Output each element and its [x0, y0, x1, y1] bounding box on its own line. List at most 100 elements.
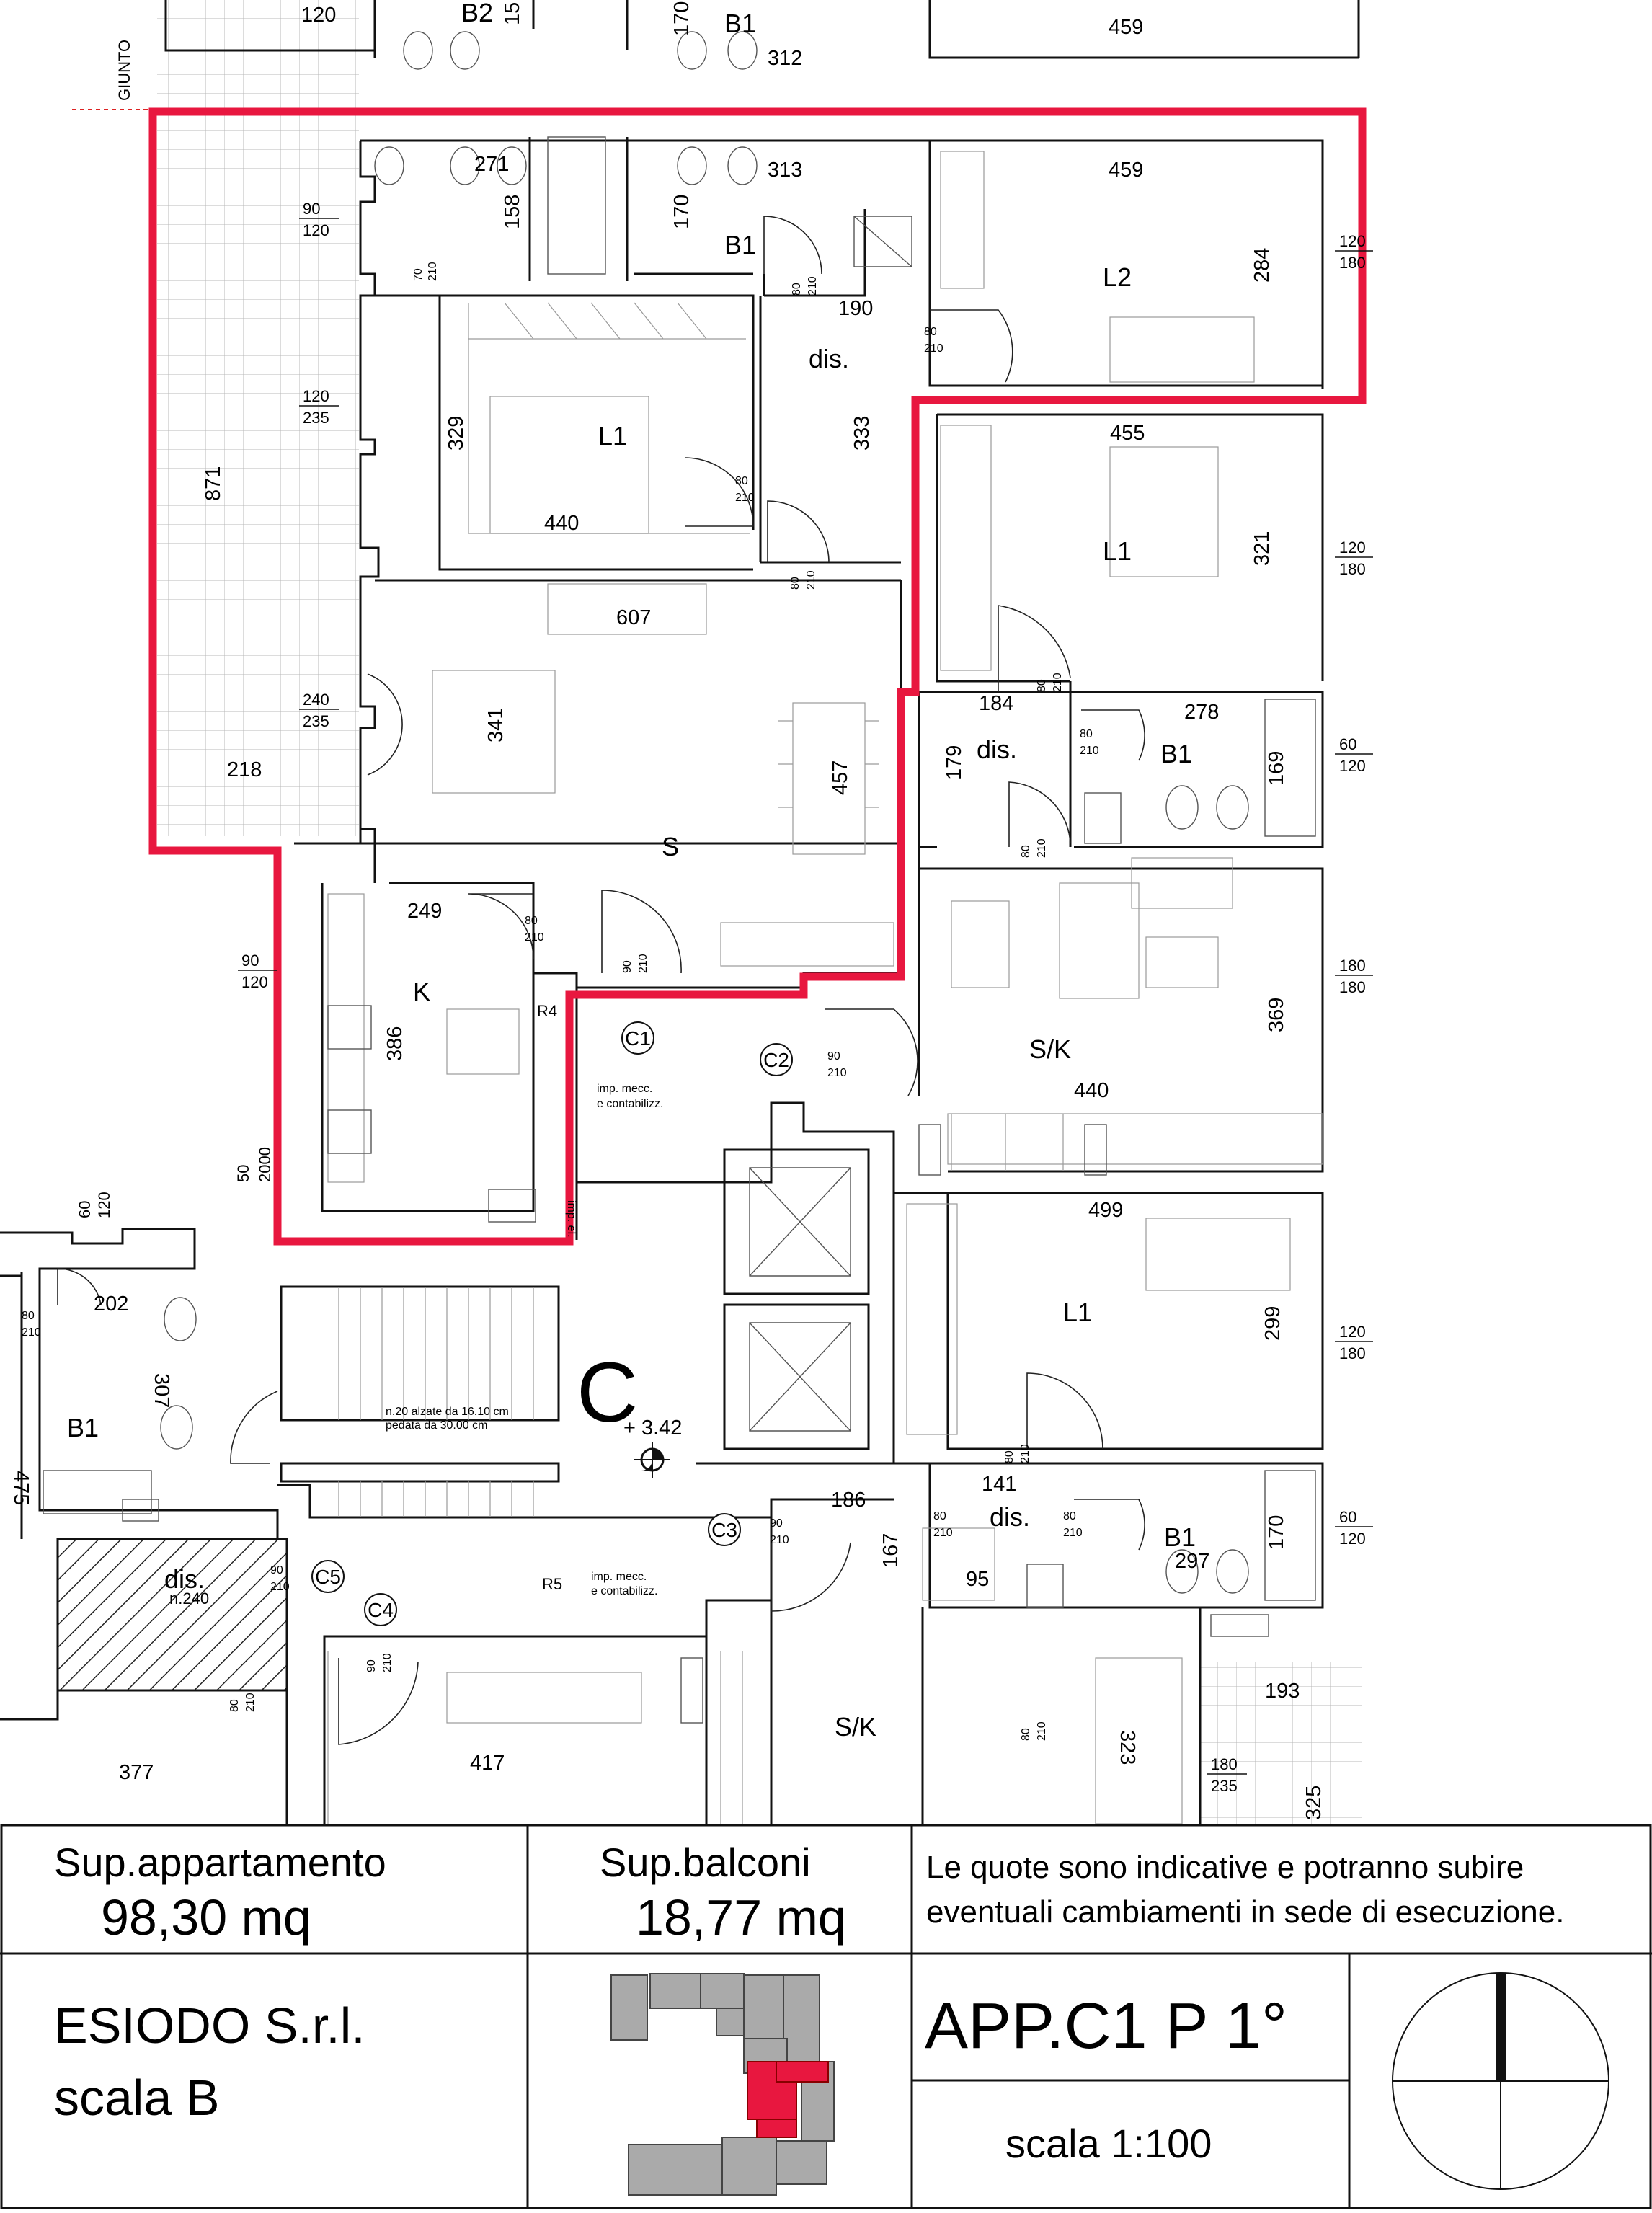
- svg-text:210: 210: [427, 262, 439, 281]
- svg-text:180: 180: [1339, 957, 1366, 975]
- doors: [57, 216, 1145, 1745]
- svg-text:90: 90: [303, 200, 320, 218]
- svg-text:167: 167: [879, 1533, 902, 1568]
- svg-text:60: 60: [76, 1201, 94, 1218]
- svg-text:377: 377: [119, 1761, 154, 1784]
- svg-text:80: 80: [1020, 1728, 1032, 1741]
- svg-text:90: 90: [770, 1517, 783, 1530]
- svg-text:210: 210: [1063, 1527, 1083, 1539]
- svg-text:80: 80: [791, 283, 803, 296]
- room-dis-lower: dis.: [990, 1502, 1030, 1532]
- circle-c2: C2: [760, 1043, 793, 1076]
- room-sk-lower: S/K: [835, 1712, 876, 1742]
- svg-text:120: 120: [1339, 757, 1366, 775]
- svg-text:184: 184: [979, 692, 1013, 715]
- furniture: [43, 31, 1323, 1824]
- svg-text:329: 329: [445, 416, 468, 451]
- svg-text:80: 80: [1020, 845, 1032, 858]
- circle-c5: C5: [311, 1560, 345, 1593]
- svg-text:120: 120: [1339, 1323, 1366, 1341]
- sup-balconi-label: Sup.balconi: [600, 1840, 811, 1885]
- svg-text:80: 80: [1003, 1450, 1016, 1463]
- vertical-dimension-labels: 170 15 158 170 284 333 329 871 321 341 4…: [9, 1, 1325, 1820]
- svg-text:50: 50: [234, 1165, 252, 1182]
- stair-note-2: pedata da 30.00 cm: [386, 1419, 487, 1432]
- balcony-left: [157, 0, 359, 836]
- balcony-bottom-right: [1200, 1662, 1362, 1824]
- svg-text:240: 240: [303, 691, 329, 709]
- svg-text:90: 90: [270, 1564, 283, 1576]
- svg-text:235: 235: [1211, 1777, 1238, 1795]
- svg-text:80: 80: [1036, 679, 1048, 692]
- floor-plan: GIUNTO: [0, 0, 1373, 1824]
- svg-text:180: 180: [1211, 1755, 1238, 1773]
- n240-label: n.240: [169, 1589, 209, 1607]
- north-arrow-cell: [1349, 1953, 1652, 2209]
- svg-text:210: 210: [770, 1534, 789, 1546]
- svg-text:440: 440: [1074, 1079, 1109, 1102]
- svg-text:333: 333: [851, 416, 874, 451]
- circle-c3: C3: [708, 1513, 741, 1546]
- scale-cell: scala 1:100: [912, 2080, 1349, 2209]
- svg-text:307: 307: [150, 1373, 173, 1408]
- apartment-cell: APP.C1 P 1°: [912, 1953, 1349, 2080]
- svg-text:417: 417: [470, 1752, 505, 1775]
- svg-text:120: 120: [95, 1192, 113, 1218]
- svg-text:297: 297: [1175, 1550, 1209, 1573]
- hatched-area: [56, 1538, 288, 1692]
- dimension-labels: 120 312 459 271 313 459 190 440 455 607 …: [94, 4, 1300, 1784]
- room-k-main: K: [413, 977, 430, 1006]
- imp-note-4: e contabilizz.: [591, 1585, 658, 1597]
- svg-text:90: 90: [621, 960, 634, 973]
- svg-text:180: 180: [1339, 978, 1366, 996]
- svg-text:120: 120: [303, 221, 329, 239]
- walls: [0, 0, 1360, 1824]
- svg-text:C2: C2: [763, 1049, 789, 1071]
- svg-text:80: 80: [22, 1310, 35, 1322]
- svg-text:341: 341: [484, 708, 507, 742]
- svg-text:210: 210: [807, 276, 819, 296]
- svg-text:202: 202: [94, 1292, 128, 1316]
- room-dis-left: dis.: [164, 1564, 205, 1594]
- svg-text:210: 210: [244, 1693, 257, 1712]
- svg-text:190: 190: [838, 297, 873, 320]
- room-b1-top: B1: [724, 9, 756, 38]
- room-l2: L2: [1103, 262, 1132, 292]
- imp-el-note: imp. el.: [565, 1200, 577, 1238]
- svg-text:299: 299: [1261, 1306, 1284, 1341]
- svg-text:C3: C3: [711, 1519, 737, 1541]
- svg-text:180: 180: [1339, 560, 1366, 578]
- sup-balconi-cell: Sup.balconi 18,77 mq: [528, 1824, 912, 1953]
- svg-text:312: 312: [768, 47, 802, 70]
- stair-label: scala B: [54, 2070, 220, 2126]
- svg-text:271: 271: [474, 153, 509, 176]
- svg-text:325: 325: [1302, 1786, 1325, 1820]
- svg-text:499: 499: [1088, 1199, 1123, 1222]
- svg-text:210: 210: [735, 492, 755, 504]
- room-b1-right: B1: [1160, 739, 1192, 768]
- svg-text:278: 278: [1184, 701, 1219, 724]
- svg-text:C4: C4: [368, 1599, 394, 1621]
- apartment-outline: [148, 107, 1367, 1246]
- svg-text:249: 249: [407, 900, 442, 923]
- core-label: C: [577, 1345, 638, 1440]
- svg-text:218: 218: [227, 758, 262, 781]
- svg-text:193: 193: [1265, 1680, 1300, 1703]
- elevation-label: + 3.42: [623, 1416, 682, 1440]
- svg-text:455: 455: [1110, 422, 1145, 445]
- svg-text:120: 120: [1339, 1530, 1366, 1548]
- svg-text:80: 80: [1080, 728, 1093, 740]
- svg-text:210: 210: [270, 1581, 290, 1593]
- room-s-main: S: [662, 832, 679, 861]
- room-l1-main: L1: [598, 421, 627, 451]
- room-l1-right: L1: [1103, 536, 1132, 566]
- svg-text:179: 179: [943, 745, 966, 780]
- svg-text:120: 120: [241, 973, 268, 991]
- svg-text:170: 170: [670, 195, 693, 229]
- svg-text:80: 80: [228, 1699, 241, 1712]
- room-dis-right: dis.: [977, 735, 1017, 764]
- svg-text:15: 15: [501, 2, 524, 25]
- svg-text:210: 210: [1019, 1444, 1031, 1463]
